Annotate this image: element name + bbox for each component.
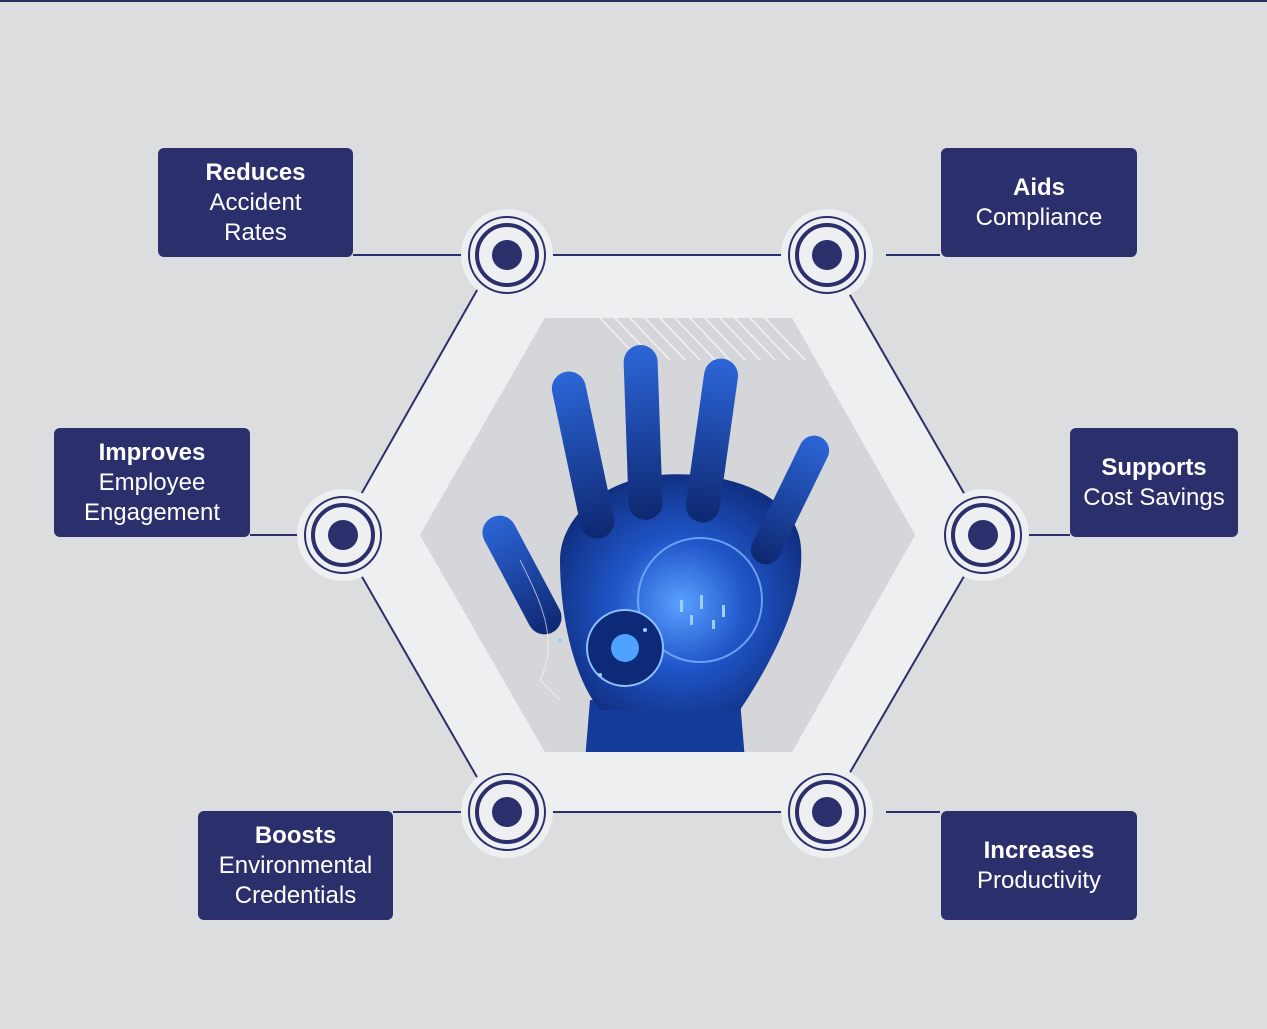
benefit-heading: Aids <box>1012 173 1065 201</box>
benefit-text: Employee <box>98 468 206 496</box>
benefit-heading: Improves <box>98 438 206 466</box>
node-ring-aids <box>781 209 873 301</box>
benefit-card-increases: Increases Productivity <box>941 811 1137 920</box>
ring-finger <box>685 358 739 523</box>
top-rule <box>0 0 1267 2</box>
benefit-heading: Reduces <box>205 158 306 186</box>
node-ring-boosts <box>461 766 553 858</box>
thumb <box>482 515 562 635</box>
node-ring-reduces <box>461 209 553 301</box>
hatch-pattern <box>599 318 806 361</box>
benefit-card-supports: Supports Cost Savings <box>1070 428 1238 537</box>
wrist <box>585 700 745 752</box>
little-finger <box>750 435 830 565</box>
benefit-text: Engagement <box>83 498 221 526</box>
benefit-text: Rates <box>224 218 287 246</box>
benefit-heading: Supports <box>1101 453 1207 481</box>
benefit-text: Compliance <box>975 203 1103 231</box>
benefit-text: Credentials <box>234 881 357 909</box>
benefit-card-aids: Aids Compliance <box>941 148 1137 257</box>
middle-finger <box>623 345 663 520</box>
benefit-text: Accident <box>209 188 302 216</box>
connector-lines <box>250 254 1070 813</box>
benefit-card-reduces: Reduces Accident Rates <box>158 148 353 257</box>
benefit-text: Environmental <box>218 851 373 879</box>
index-finger <box>551 371 615 539</box>
node-ring-supports <box>937 489 1029 581</box>
benefit-heading: Boosts <box>254 821 337 849</box>
benefit-heading: Increases <box>983 836 1095 864</box>
node-ring-improves <box>297 489 389 581</box>
benefit-card-improves: Improves Employee Engagement <box>54 428 250 537</box>
node-ring-increases <box>781 766 873 858</box>
benefit-text: Productivity <box>976 866 1102 894</box>
benefit-card-boosts: Boosts Environmental Credentials <box>198 811 393 920</box>
node-rings <box>297 209 1029 858</box>
benefit-text: Cost Savings <box>1083 483 1225 511</box>
